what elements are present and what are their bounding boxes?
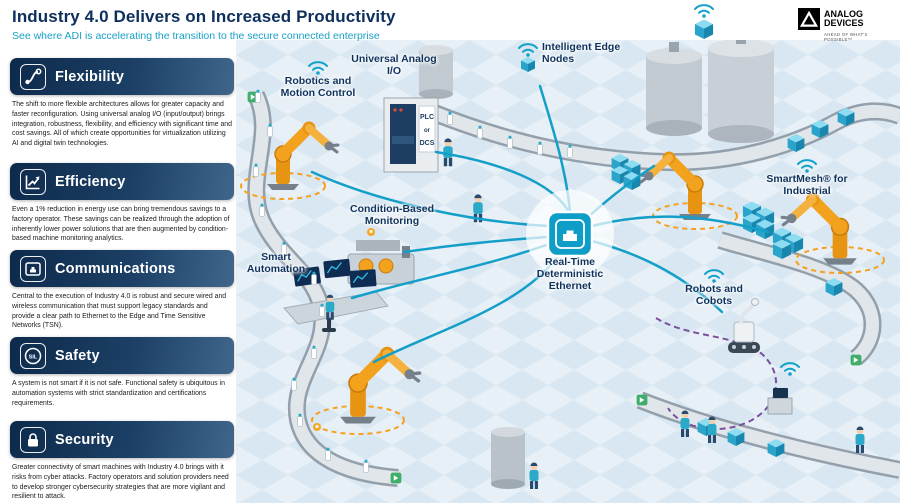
- adi-logo: ANALOG DEVICES AHEAD OF WHAT'S POSSIBLE™: [798, 8, 890, 42]
- cobot: [728, 298, 760, 353]
- conveyor-arrow-icon: [850, 354, 862, 366]
- sidebar-section-safety: SIL Safety A system is not smart if it i…: [10, 337, 234, 408]
- section-description: A system is not smart if it is not safe.…: [12, 380, 225, 407]
- communications-icon: [20, 255, 46, 282]
- edge-node-cube-icon: [694, 19, 714, 39]
- section-title: Safety: [55, 347, 100, 364]
- sidebar-section-communications: Communications Central to the execution …: [10, 250, 234, 331]
- section-description: Central to the execution of Industry 4.0…: [12, 293, 227, 330]
- connector-safety-robot: [372, 254, 560, 364]
- storage-tank-1: [646, 42, 702, 136]
- plc-label-line2: or: [424, 128, 431, 134]
- wireless-edge-device: [694, 4, 714, 39]
- wifi-icon: [694, 4, 714, 19]
- security-panel: Security: [10, 421, 234, 458]
- section-title: Communications: [55, 260, 176, 277]
- label-robotics-motion-control: Robotics and Motion Control: [268, 60, 368, 100]
- header: Industry 4.0 Delivers on Increased Produ…: [12, 7, 396, 42]
- sidebar-section-security: Security Greater connectivity of smart m…: [10, 421, 234, 502]
- adi-logo-text: ANALOG DEVICES: [824, 8, 864, 29]
- wifi-icon: [704, 269, 724, 283]
- conveyor-top: [428, 102, 900, 172]
- plc-label-line1: PLC: [420, 114, 434, 121]
- safety-icon: SIL: [20, 342, 46, 369]
- sil-icon-text: SIL: [29, 354, 38, 360]
- label-condition-based-monitoring: Condition-Based Monitoring: [342, 203, 442, 228]
- adi-triangle-icon: [798, 8, 820, 30]
- label-text: Universal Analog I/O: [351, 53, 437, 77]
- factory-scene: PLC or DCS: [236, 40, 900, 503]
- section-title: Flexibility: [55, 68, 125, 85]
- efficiency-panel: Efficiency: [10, 163, 234, 200]
- flexibility-icon: [20, 63, 46, 90]
- label-smart-automation: Smart Automation: [238, 251, 314, 276]
- edge-node-device-icon: [518, 43, 538, 72]
- label-universal-analog-io: Universal Analog I/O: [349, 53, 439, 78]
- alert-bulb-icon: [313, 423, 321, 431]
- flexibility-panel: Flexibility: [10, 58, 234, 95]
- label-robots-and-cobots: Robots and Cobots: [670, 268, 758, 308]
- sidebar-section-efficiency: Efficiency Even a 1% reduction in energy…: [10, 163, 234, 244]
- communications-panel: Communications: [10, 250, 234, 287]
- section-description: Greater connectivity of smart machines w…: [12, 464, 229, 501]
- conveyor-arrow-icon: [390, 472, 402, 484]
- label-text: Intelligent Edge Nodes: [542, 41, 621, 65]
- storage-tank-bottom: [491, 427, 525, 489]
- page-subtitle: See where ADI is accelerating the transi…: [12, 30, 380, 42]
- conveyor-arrow-icon: [636, 394, 648, 406]
- ethernet-hub: [526, 190, 614, 278]
- label-realtime-deterministic-ethernet: Real-Time Deterministic Ethernet: [524, 256, 616, 292]
- connector-smartmesh: [590, 215, 770, 234]
- label-text: SmartMesh® for Industrial: [766, 173, 848, 197]
- page-title: Industry 4.0 Delivers on Increased Produ…: [12, 7, 396, 26]
- section-description: Even a 1% reduction in energy use can br…: [12, 206, 230, 243]
- wifi-icon: [797, 159, 817, 173]
- efficiency-icon: [20, 168, 46, 195]
- conveyor-right: [717, 231, 882, 366]
- sidebar-section-flexibility: Flexibility The shift to more flexible a…: [10, 58, 234, 149]
- alert-bulb-icon: [367, 228, 375, 236]
- factory-illustration: PLC or DCS: [236, 40, 900, 503]
- section-title: Security: [55, 431, 114, 448]
- label-text: Smart Automation: [246, 251, 306, 275]
- connector-robotics: [310, 170, 550, 228]
- label-smartmesh-industrial: SmartMesh® for Industrial: [758, 158, 856, 198]
- wifi-icon: [308, 61, 328, 75]
- smart-automation-console: [283, 258, 389, 332]
- logo-line2: DEVICES: [824, 18, 864, 28]
- section-description: The shift to more flexible architectures…: [12, 101, 232, 148]
- section-title: Efficiency: [55, 173, 126, 190]
- label-text: Real-Time Deterministic Ethernet: [536, 256, 604, 292]
- plc-label-line3: DCS: [420, 140, 435, 147]
- security-icon: [20, 426, 46, 453]
- storage-tank-2: [708, 40, 774, 143]
- label-text: Condition-Based Monitoring: [350, 203, 434, 227]
- plc-cabinet: PLC or DCS: [383, 97, 439, 173]
- logo-line1: ANALOG: [824, 8, 863, 19]
- label-text: Robotics and Motion Control: [280, 75, 356, 99]
- sidebar: Flexibility The shift to more flexible a…: [10, 0, 234, 503]
- label-intelligent-edge-nodes: Intelligent Edge Nodes: [518, 41, 634, 72]
- label-text: Robots and Cobots: [685, 283, 743, 307]
- storage-tank-small: [419, 45, 453, 99]
- robot-zone-ellipse: [311, 405, 405, 435]
- adi-tagline: AHEAD OF WHAT'S POSSIBLE™: [824, 32, 868, 42]
- safety-panel: SIL Safety: [10, 337, 234, 374]
- connector-smart-automation: [350, 242, 551, 300]
- laptop-station: [767, 388, 793, 415]
- ethernet-port-icon: [563, 230, 577, 241]
- conveyor-bottom-right: [636, 391, 900, 479]
